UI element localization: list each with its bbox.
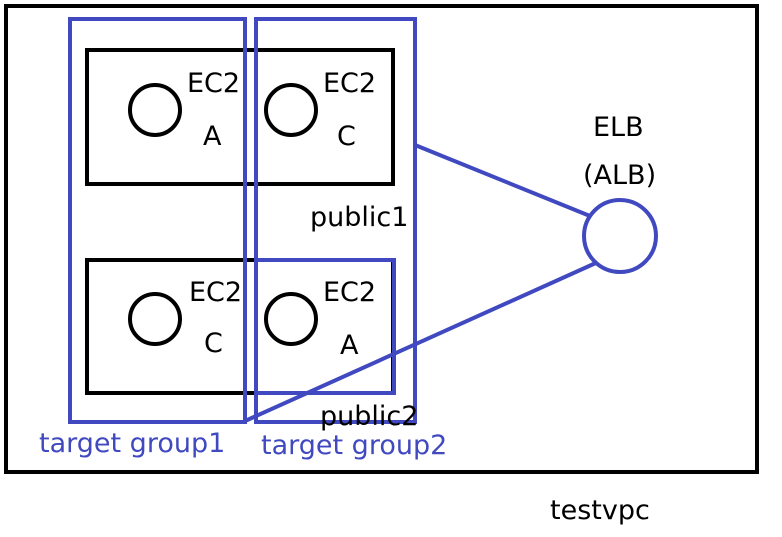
ec2-c-public2-type: EC2 (189, 277, 242, 308)
ec2-a-public2-az: A (340, 330, 359, 361)
target-group1-box (68, 17, 247, 424)
elb-node (582, 198, 658, 274)
vpc-boundary (4, 4, 759, 474)
target-group1-label: target group1 (39, 428, 225, 459)
target-group2-box (254, 17, 417, 424)
elb-link-target-group1 (244, 260, 599, 423)
ec2-c-public2-icon (128, 292, 182, 346)
ec2-c-public1-icon (264, 83, 318, 137)
ec2-a-public1-az: A (203, 121, 222, 152)
ec2-a-public1-icon (128, 83, 182, 137)
elb-link-target-group2 (414, 143, 591, 218)
subnet-public1-label: public1 (310, 202, 408, 233)
target-group2-label: target group2 (261, 430, 447, 461)
ec2-c-public1-az: C (337, 121, 356, 152)
ec2-a-public2-icon (264, 292, 318, 346)
subnet-public1-box (85, 48, 395, 186)
elb-label: ELB (593, 112, 644, 143)
ec2-c-public2-az: C (204, 328, 223, 359)
ec2-c-public1-type: EC2 (323, 68, 376, 99)
subnet-public2-label: public2 (320, 401, 418, 432)
elb-type-label: (ALB) (583, 160, 656, 191)
ec2-a-public2-type: EC2 (323, 277, 376, 308)
vpc-label: testvpc (550, 495, 650, 526)
ec2-a-public1-type: EC2 (187, 68, 240, 99)
ec2-a-public2-highlight (254, 258, 396, 395)
